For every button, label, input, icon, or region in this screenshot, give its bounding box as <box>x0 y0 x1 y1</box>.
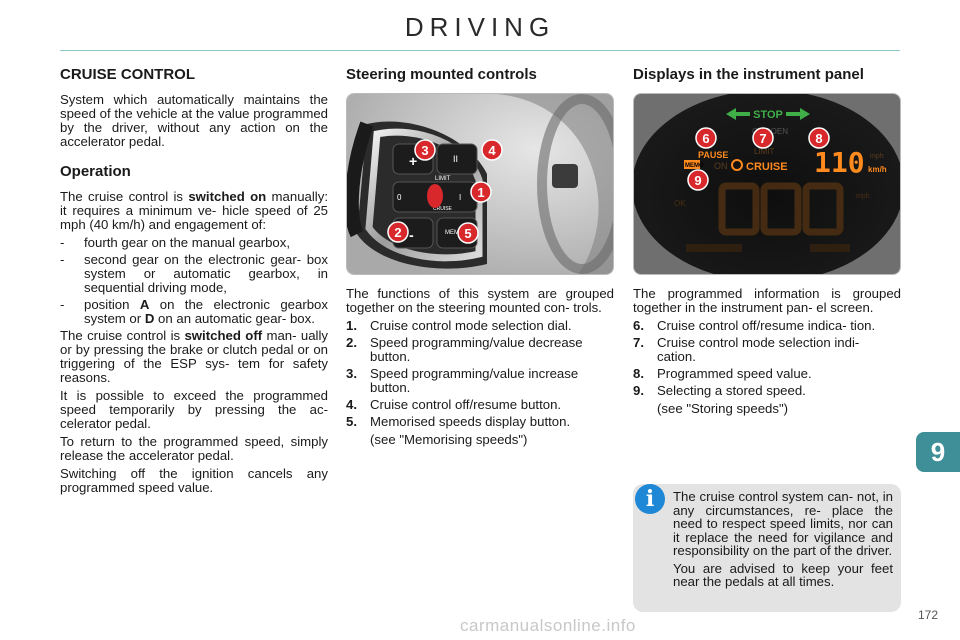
steering-wheel-photo: + II LIMIT 0 I CRUISE - MEM 1 2 3 <box>346 93 614 275</box>
svg-text:5: 5 <box>464 226 471 241</box>
svg-text:8: 8 <box>815 131 822 146</box>
list-item: 4.Cruise control off/resume button. <box>346 397 562 412</box>
list-item: 5.Memorised speeds display button. <box>346 414 571 429</box>
switched-on-paragraph: The cruise control is switched on manual… <box>60 189 328 232</box>
dim-digit-segments <box>718 182 844 236</box>
info-box: i The cruise control system can- not, in… <box>633 484 901 612</box>
see-storing-reference: (see "Storing speeds") <box>657 401 789 416</box>
list-item: -fourth gear on the manual gearbox, <box>60 235 291 250</box>
svg-text:4: 4 <box>488 143 496 158</box>
pause-label: PAUSE <box>698 150 728 160</box>
stop-label: STOP <box>753 109 783 121</box>
callout-4: 4 <box>481 139 503 161</box>
on-label: ON <box>714 161 728 171</box>
callout-6: 6 <box>695 127 717 149</box>
list-item: 8.Programmed speed value. <box>633 366 812 381</box>
mph-unit-label: mph <box>870 153 884 160</box>
steering-intro-paragraph: The functions of this system are grouped… <box>346 286 614 315</box>
list-item: 7.Cruise control mode selection indi- ca… <box>633 335 860 364</box>
return-paragraph: To return to the programmed speed, simpl… <box>60 434 328 463</box>
callout-9: 9 <box>687 169 709 191</box>
memo-label: MEMO <box>685 163 704 169</box>
cruise-label: CRUISE <box>746 161 788 173</box>
list-item: 2.Speed programming/value decrease butto… <box>346 335 583 364</box>
mph-unit-dim-label: mph <box>856 193 870 200</box>
svg-text:2: 2 <box>394 225 401 240</box>
svg-text:3: 3 <box>421 143 428 158</box>
list-item: -position A on the electronic gearbox sy… <box>60 297 328 326</box>
list-item: 1.Cruise control mode selection dial. <box>346 318 572 333</box>
svg-text:7: 7 <box>759 131 766 146</box>
callout-8: 8 <box>808 127 830 149</box>
chapter-tab[interactable]: 9 <box>916 432 960 472</box>
speedometer-icon <box>731 159 743 171</box>
info-icon: i <box>635 484 665 514</box>
exceed-paragraph: It is possible to exceed the programmed … <box>60 388 328 431</box>
plus-label: + <box>409 153 417 169</box>
callout-1: 1 <box>470 181 492 203</box>
info-advice-paragraph: You are advised to keep your feet near t… <box>673 560 893 589</box>
intro-paragraph: System which automatically maintains the… <box>60 92 328 149</box>
programmed-speed-value: 110 <box>814 146 865 179</box>
steering-controls-heading: Steering mounted controls <box>346 66 537 83</box>
list-item: 6.Cruise control off/resume indica- tion… <box>633 318 876 333</box>
svg-text:1: 1 <box>477 185 484 200</box>
list-item: 9.Selecting a stored speed. <box>633 383 806 398</box>
minus-label: - <box>409 227 414 243</box>
see-memorising-reference: (see "Memorising speeds") <box>370 432 528 447</box>
mem-label: MEM <box>445 230 459 236</box>
limit-label: LIMIT <box>435 176 451 182</box>
operation-heading: Operation <box>60 163 131 180</box>
one-label: I <box>459 193 461 202</box>
svg-text:6: 6 <box>702 131 709 146</box>
kmh-unit-label: km/h <box>868 165 887 174</box>
callout-3: 3 <box>414 139 436 161</box>
instrument-panel-photo: STOP CITROEN PAUSE LIMIT MEMO ON CRUISE … <box>633 93 901 275</box>
limit-label: LIMIT <box>754 147 775 156</box>
list-item: 3.Speed programming/value increase butto… <box>346 366 579 395</box>
callout-2: 2 <box>387 221 409 243</box>
cruise-label: CRUISE <box>433 206 453 212</box>
page-title: DRIVING <box>404 12 556 42</box>
zero-label: 0 <box>397 193 402 202</box>
instrument-panel-heading: Displays in the instrument panel <box>633 66 864 83</box>
callout-5: 5 <box>457 222 479 244</box>
ok-label: OK <box>674 199 686 208</box>
steering-controls-column: Steering mounted controls + <box>346 62 614 447</box>
switched-off-paragraph: The cruise control is switched off man- … <box>60 328 329 385</box>
display-intro-paragraph: The programmed information is grouped to… <box>633 286 901 315</box>
info-warning-paragraph: The cruise control system can- not, in a… <box>673 489 893 558</box>
instrument-panel-column: Displays in the instrument panel STOP CI… <box>633 62 901 416</box>
watermark: carmanualsonline.info <box>460 616 636 635</box>
cruise-control-column: CRUISE CONTROL System which automaticall… <box>60 62 328 499</box>
svg-text:9: 9 <box>694 173 701 188</box>
header-divider <box>60 50 900 51</box>
ignition-paragraph: Switching off the ignition cancels any p… <box>60 466 328 495</box>
cruise-control-heading: CRUISE CONTROL <box>60 66 195 83</box>
list-item: -second gear on the electronic gear- box… <box>60 252 328 295</box>
callout-7: 7 <box>752 127 774 149</box>
pause-mark-label: II <box>453 154 458 164</box>
page-number: 172 <box>917 608 938 622</box>
